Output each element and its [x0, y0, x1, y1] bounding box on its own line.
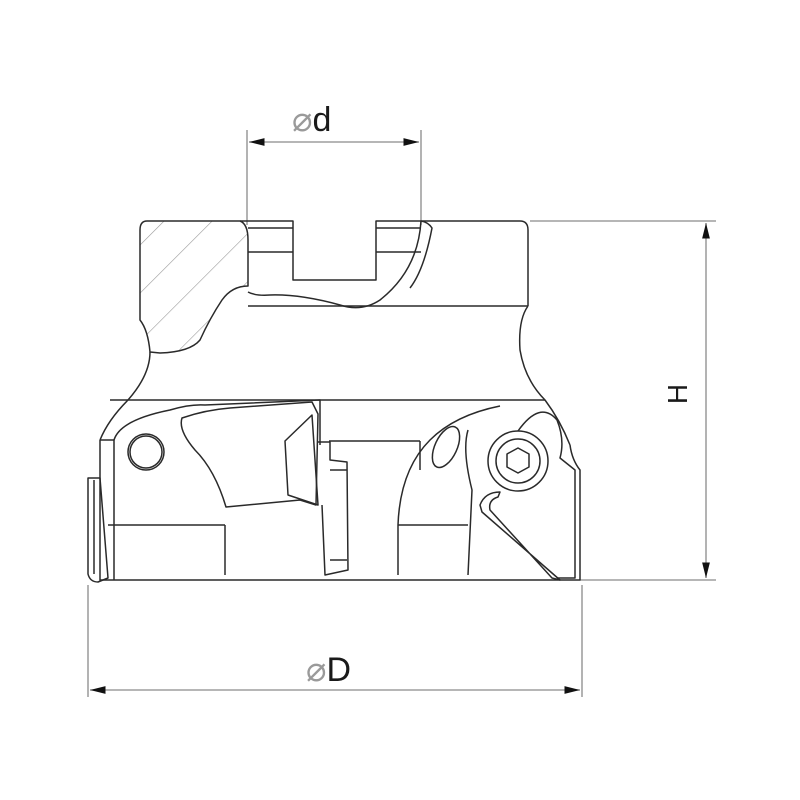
bore-diameter-label: ⌀d	[292, 100, 331, 140]
diameter-symbol-icon: ⌀	[292, 101, 313, 139]
height-label-text: H	[662, 383, 694, 405]
bore-label-text: d	[312, 101, 332, 139]
diameter-symbol-icon: ⌀	[306, 651, 327, 689]
hatched-section	[139, 220, 249, 354]
hex-socket-icon	[506, 447, 530, 474]
height-dimension	[530, 220, 716, 581]
bore-dimension	[246, 130, 422, 225]
insert-wedge	[180, 401, 319, 508]
clamp-screw-head	[487, 430, 549, 492]
left-pin-hole	[127, 433, 165, 471]
outer-diameter-label: ⌀D	[306, 650, 351, 690]
height-label: H	[662, 384, 694, 404]
cutter-body	[87, 220, 581, 583]
right-slot	[431, 425, 461, 469]
outer-diameter-dimension	[87, 585, 583, 697]
outer-label-text: D	[326, 651, 352, 689]
